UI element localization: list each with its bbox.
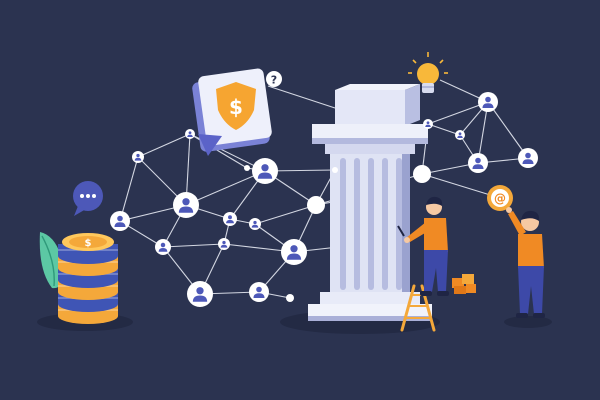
worker-hand (404, 237, 410, 243)
user-node-icon (223, 212, 237, 226)
person-right-shoe-right (533, 313, 545, 318)
person-right-shadow (504, 316, 552, 328)
network-edge (267, 85, 336, 109)
worker-hair (426, 196, 443, 206)
person-right-shoe-left (516, 313, 528, 318)
network-dot (332, 167, 338, 173)
person-worker (397, 196, 449, 296)
user-node-icon (423, 119, 433, 129)
user-node-icon (110, 211, 130, 231)
column-shaft-shadow (402, 154, 410, 294)
shield-card: $ (192, 68, 272, 156)
shield-card-tab (198, 134, 222, 156)
user-node-icon (478, 92, 498, 112)
column-capital-top-right (405, 84, 420, 126)
chat-bubble-icon (73, 181, 103, 216)
column-neck (325, 144, 415, 154)
leaf-decoration (39, 232, 64, 289)
email-symbol: @ (494, 192, 506, 206)
user-node-icon (252, 158, 278, 184)
user-node-icon (455, 130, 465, 140)
column-base-lower (308, 304, 432, 318)
column-capital-slab (312, 124, 428, 140)
worker-shirt (424, 218, 448, 252)
question-bubble: ? (266, 71, 282, 87)
user-node-icon (249, 282, 269, 302)
network-dot (413, 165, 431, 183)
user-node-icon (468, 153, 488, 173)
column-capital-top (335, 90, 405, 126)
coin-dollar-symbol: $ (85, 238, 92, 249)
network-edge (254, 204, 317, 225)
building-blocks (452, 274, 476, 294)
person-right-shirt (518, 234, 544, 268)
worker-shoe-left (420, 291, 432, 296)
network-edge (487, 101, 529, 159)
network-edge (119, 156, 139, 222)
top-coin: $ (62, 233, 114, 251)
network-edge (477, 101, 489, 164)
user-node-icon (218, 238, 230, 250)
worker-shoe-right (437, 291, 449, 296)
network-edge (421, 173, 501, 199)
email-badge-icon: @ (487, 185, 513, 211)
column-base-upper (320, 292, 420, 304)
person-right-arm (508, 211, 526, 236)
column-base-edge (308, 316, 432, 321)
coin-stack (58, 244, 118, 324)
network-dot (286, 294, 294, 302)
user-node-icon (155, 239, 171, 255)
greek-column (308, 84, 432, 321)
network-edge (427, 101, 489, 125)
person-right-hair (521, 210, 540, 221)
user-node-icon (132, 151, 144, 163)
person-right-hand (506, 207, 512, 213)
column-capital-top-side (335, 84, 420, 90)
user-node-icon (249, 218, 261, 230)
user-node-icon (173, 192, 199, 218)
shield-dollar-symbol: $ (229, 95, 243, 119)
user-node-icon (281, 239, 307, 265)
network-edge (185, 170, 266, 206)
network-edge (137, 133, 191, 158)
network-edge (427, 123, 461, 136)
user-node-icon (518, 148, 538, 168)
network-dot (307, 196, 325, 214)
network-nodes (110, 92, 538, 307)
question-symbol: ? (271, 74, 277, 87)
worker-arm (406, 222, 430, 242)
column-flutes (340, 158, 402, 290)
column-capital-slab-edge (312, 138, 428, 144)
user-node-icon (187, 281, 213, 307)
network-edge (162, 243, 225, 248)
network-dot (244, 165, 250, 171)
worker-tool (397, 225, 405, 237)
person-right-pants (518, 266, 544, 314)
worker-pants (424, 250, 448, 292)
person-right (506, 207, 545, 318)
lightbulb-icon (408, 52, 448, 93)
user-node-icon (185, 129, 195, 139)
shield-icon (216, 82, 256, 130)
